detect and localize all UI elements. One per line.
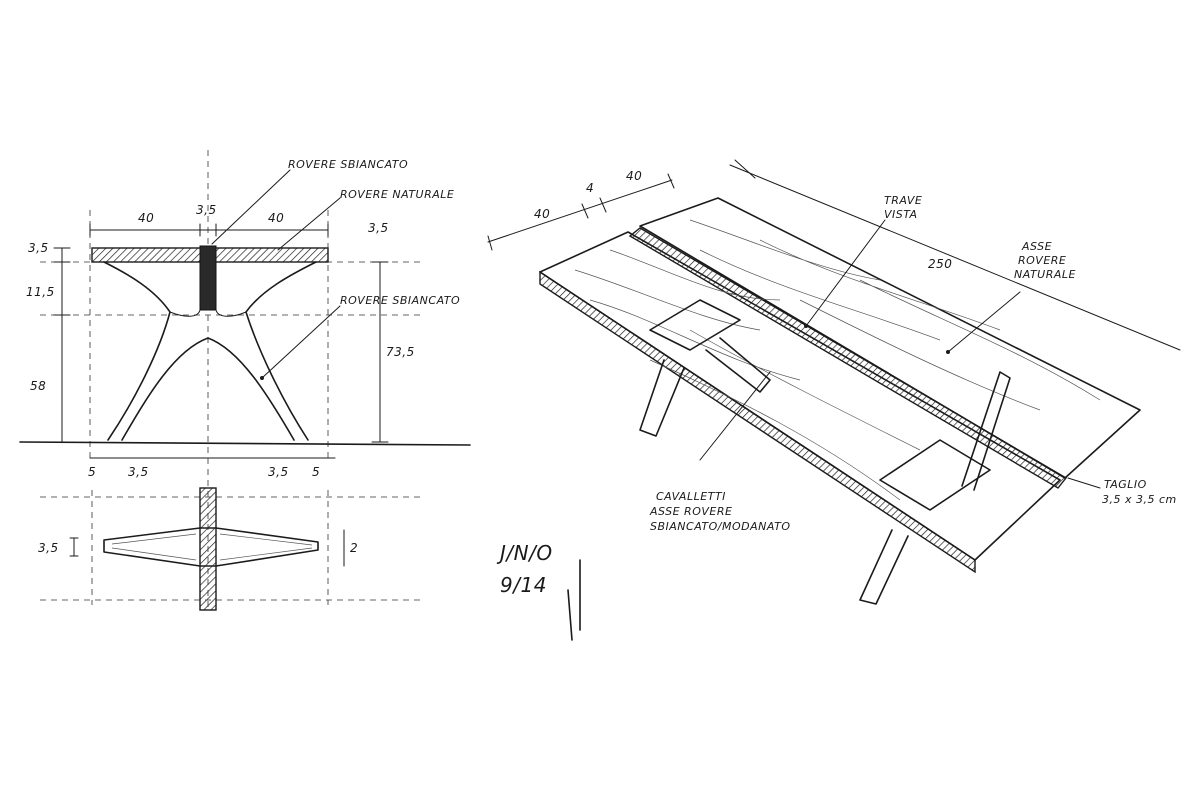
leader-trave-vista [805, 219, 886, 327]
dim-upper-leg: 11,5 [26, 285, 55, 299]
label-trave-vista: TRAVE VISTA [884, 194, 926, 221]
signature-line1: J/N/O [496, 541, 553, 565]
exposed-beam [628, 227, 1068, 489]
label-rovere-sbiancato-top: ROVERE SBIANCATO [288, 158, 408, 171]
leader-cavalletti [699, 371, 771, 461]
signature: J/N/O 9/14 [496, 541, 581, 641]
leg-joint-left [169, 309, 201, 317]
trestle-far-leg-left [859, 529, 909, 605]
dim-foot-left-offset: 5 [88, 465, 96, 479]
dim-width-right: 40 [268, 211, 284, 225]
dim-foot-left-width: 3,5 [128, 465, 149, 479]
trestle-near-top [649, 299, 741, 351]
label-asse-rovere-naturale: ASSE ROVERE NATURALE [1014, 240, 1076, 281]
perspective-view: 40 4 40 250 TRAVE VISTA ASSE ROVERE NATU… [487, 159, 1181, 605]
dim-center-beam: 3,5 [196, 203, 217, 217]
trestle-near-leg-right [705, 337, 771, 393]
dim-gap: 4 [586, 181, 594, 195]
trestle-near-leg-left [639, 359, 685, 437]
dim-top-thickness-left: 3,5 [28, 241, 49, 255]
signature-stroke [567, 559, 581, 641]
left-plank-top [539, 231, 1061, 561]
leg-joint-right [215, 309, 247, 317]
dim-plank-right: 40 [626, 169, 642, 183]
dim-top-thickness-right: 3,5 [368, 221, 389, 235]
dim-lower-leg: 58 [30, 379, 46, 393]
dim-foot-right-width: 3,5 [268, 465, 289, 479]
tick [487, 235, 493, 251]
dim-line-plank-widths [487, 179, 673, 243]
leader-rovere-sbiancato-leg [261, 305, 341, 379]
dim-length: 250 [928, 257, 952, 271]
plan-view: 3,5 2 [38, 487, 420, 611]
dim-plan-left-thickness: 3,5 [38, 541, 59, 555]
tick [599, 197, 607, 213]
front-elevation-view: ROVERE SBIANCATO ROVERE NATURALE ROVERE … [19, 150, 471, 610]
dim-width-left: 40 [138, 211, 154, 225]
leader-dot [946, 350, 950, 354]
tick [581, 203, 589, 219]
dim-plank-left: 40 [534, 207, 550, 221]
leader-dot [804, 324, 808, 328]
left-plank-grain [574, 249, 921, 501]
label-rovere-sbiancato-leg: ROVERE SBIANCATO [340, 294, 460, 307]
dim-line-length [729, 164, 1181, 351]
leader-dot [260, 376, 264, 380]
tick [734, 159, 756, 179]
left-plank-front-edge [539, 270, 976, 574]
central-beam-section [199, 245, 217, 311]
ground-line [19, 441, 471, 446]
right-plank-top [639, 197, 1141, 479]
leader-rovere-naturale [277, 197, 341, 251]
leader-rovere-sbiancato-top [211, 169, 291, 245]
trestle-far-top [879, 439, 991, 511]
beam-plan-section [199, 487, 217, 611]
label-cavalletti: CAVALLETTI ASSE ROVERE SBIANCATO/MODANAT… [649, 490, 791, 533]
signature-line2: 9/14 [500, 573, 547, 597]
leg-inner-outline [121, 337, 295, 441]
label-rovere-naturale: ROVERE NATURALE [340, 188, 454, 201]
label-taglio: TAGLIO 3,5 x 3,5 cm [1102, 478, 1177, 506]
leg-right-outline [245, 261, 317, 441]
dim-total-height: 73,5 [386, 345, 415, 359]
leader-asse-rovere-naturale [947, 291, 1021, 353]
dim-foot-right-offset: 5 [312, 465, 320, 479]
dim-plan-right-thickness: 2 [350, 541, 358, 555]
leader-taglio [1067, 477, 1101, 489]
right-plank-grain [689, 219, 1101, 411]
trestle-far-leg-right [961, 371, 1011, 491]
tick [667, 173, 675, 189]
leg-plan-hatching [111, 533, 313, 561]
